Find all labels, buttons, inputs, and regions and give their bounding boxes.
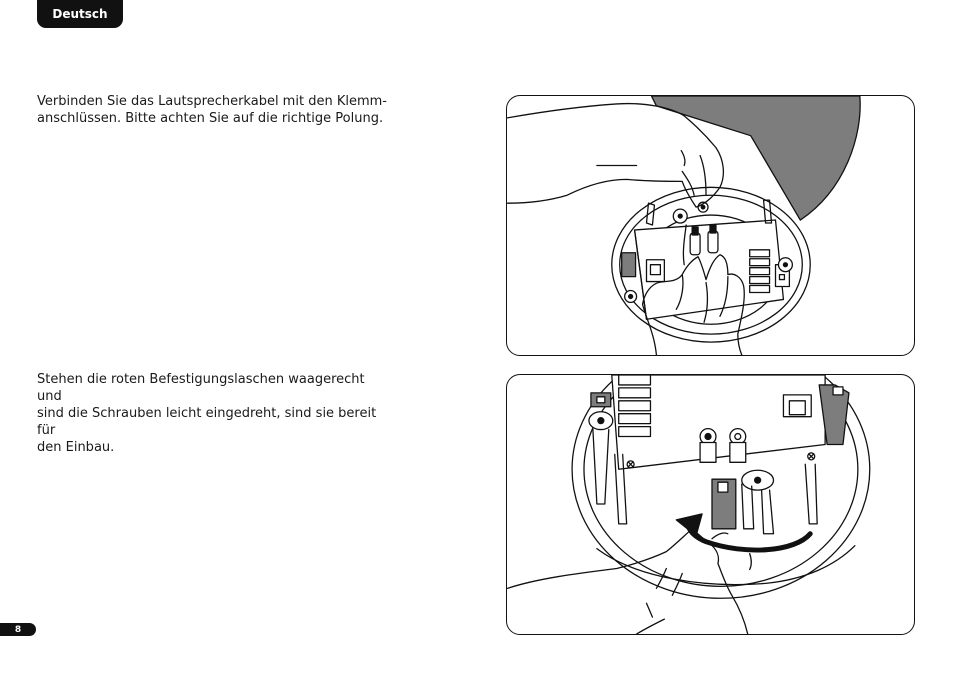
illustration-wire-connection: [506, 95, 915, 356]
language-tab: Deutsch: [37, 0, 123, 28]
step-2-instruction: Stehen die roten Befestigungslaschen waa…: [37, 372, 377, 455]
mounting-tabs-drawing: [507, 375, 871, 634]
step-1-instruction: Verbinden Sie das Lautsprecherkabel mit …: [37, 94, 387, 126]
wire-connection-drawing: [507, 96, 861, 355]
illustration-mounting-tabs: [506, 374, 915, 635]
page-number: 8: [0, 623, 36, 636]
